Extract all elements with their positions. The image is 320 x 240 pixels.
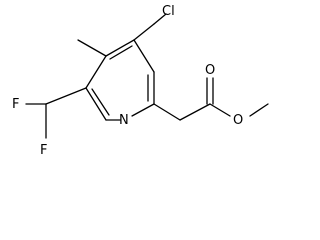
ester-bond-ring-ch2 — [153, 103, 181, 121]
ring-bond-c3-c2 — [133, 39, 155, 73]
difluoromethyl-bond-ring — [45, 87, 87, 105]
chloromethyl-bond-cl — [153, 13, 167, 25]
ring-bond-c5-c6-inner — [91, 88, 110, 116]
methyl-bond — [77, 39, 107, 57]
ring-bond-c4-c5 — [85, 55, 107, 89]
ring-bond-n-c2 — [131, 103, 155, 117]
ester-carbonyl-oxygen-label: O — [205, 63, 215, 78]
ester-ether-oxygen-label: O — [233, 113, 243, 128]
chlorine-label: Cl — [162, 4, 175, 19]
fluorine-top-label: F — [12, 97, 19, 112]
chloromethyl-bond-ring — [133, 23, 155, 41]
ring-bond-c5-c6 — [85, 87, 107, 121]
ester-bond-ch2-carbonyl — [179, 103, 211, 121]
structure-canvas: Cl N F F O O — [12, 4, 269, 158]
ester-bond-carbonyl-o — [209, 103, 231, 117]
ring-nitrogen-label: N — [119, 113, 129, 128]
fluorine-bottom-label: F — [40, 143, 47, 158]
molecule-structure: Cl N F F O O — [12, 4, 269, 158]
ring-bond-c3-c4 — [105, 39, 135, 57]
ring-bond-c3-c4-inner — [109, 45, 133, 60]
ester-bond-o-methyl — [249, 103, 269, 117]
